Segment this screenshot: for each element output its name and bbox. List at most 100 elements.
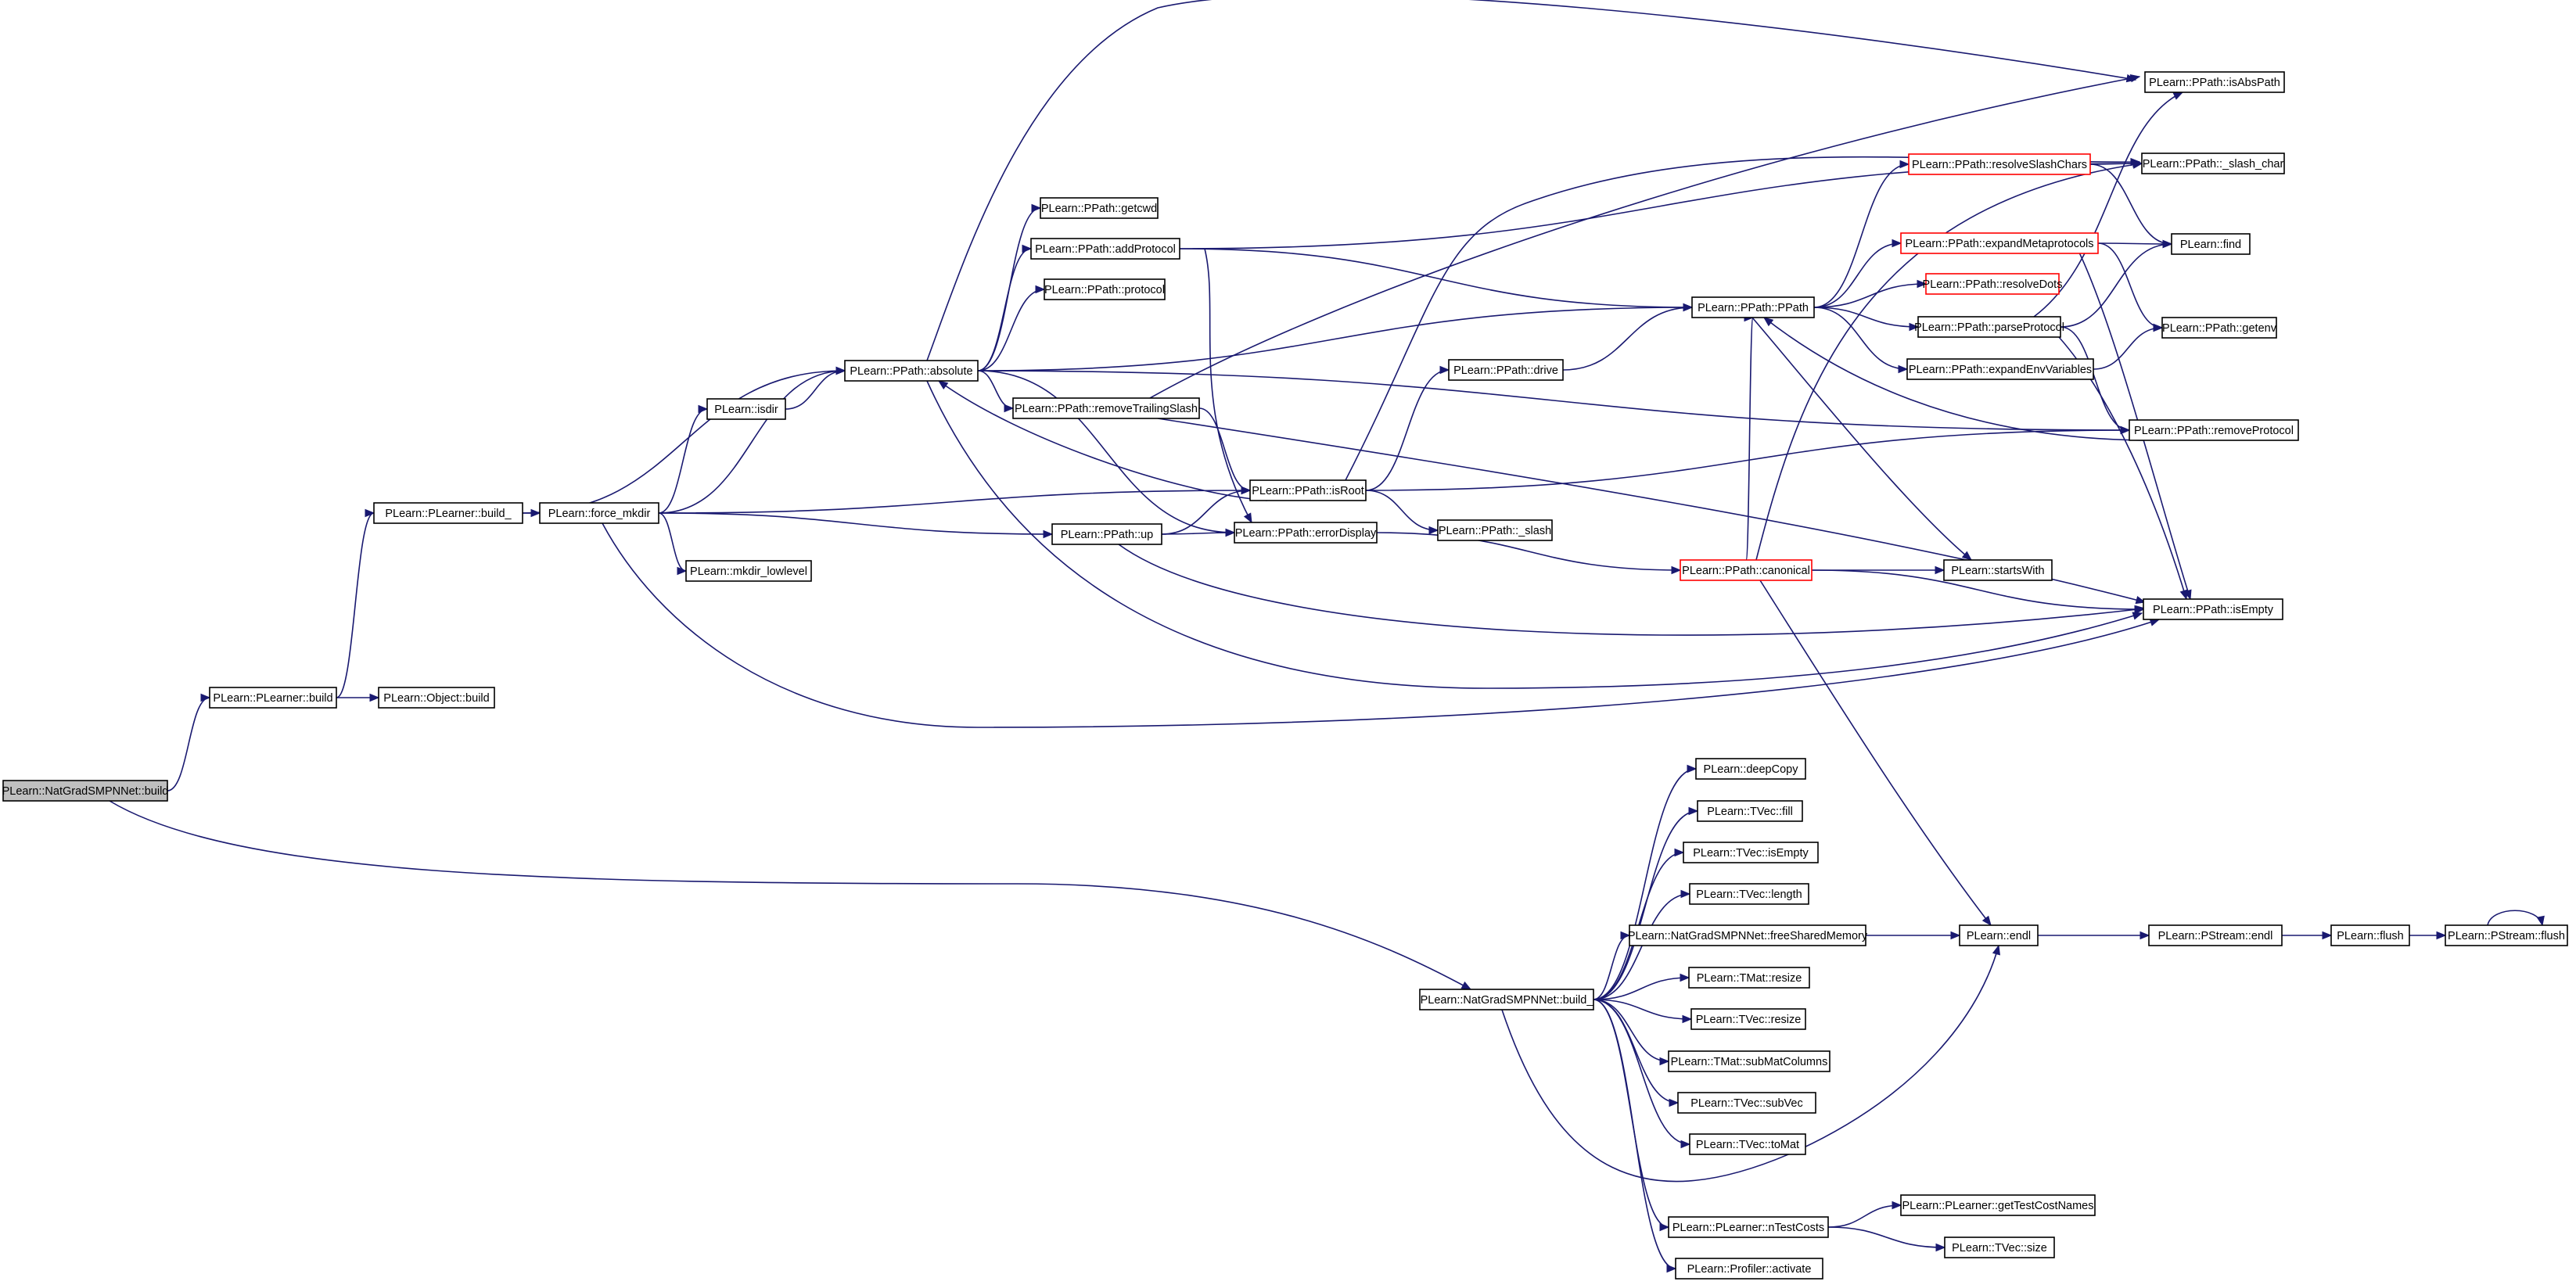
node-n19[interactable]: PLearn::PPath::resolveSlashChars (1908, 153, 2091, 175)
edge-line (336, 512, 375, 698)
edge-layer (109, 0, 2545, 1273)
node-n41[interactable]: PLearn::TVec::toMat (1689, 1133, 1806, 1155)
node-box (1695, 758, 1806, 780)
edge-line (658, 490, 1251, 514)
node-n32[interactable]: PLearn::deepCopy (1695, 758, 1806, 780)
node-n47[interactable]: PLearn::PStream::flush (2445, 924, 2568, 946)
node-n4[interactable]: PLearn::force_mkdir (539, 502, 659, 524)
node-n13[interactable]: PLearn::PPath::isRoot (1249, 479, 1367, 501)
node-n3[interactable]: PLearn::PLearner::build_ (373, 502, 523, 524)
node-label: PLearn::PPath::expandEnvVariables (1909, 364, 2092, 376)
edge-line (2097, 242, 2172, 245)
edge-n31-n43 (1593, 999, 1677, 1273)
edge-n5-n7 (785, 366, 846, 410)
node-n11[interactable]: PLearn::PPath::removeTrailingSlash (1012, 397, 1200, 419)
edge-line (2072, 239, 2191, 600)
arrowhead (2135, 596, 2147, 605)
edge-line (2049, 326, 2187, 600)
node-n37[interactable]: PLearn::TMat::resize (1688, 967, 1810, 989)
node-n31[interactable]: PLearn::NatGradSMPNNet::build_ (1419, 989, 1594, 1010)
edge-n4-n6 (658, 512, 688, 576)
node-n1[interactable]: PLearn::PLearner::build (209, 687, 337, 709)
node-n2[interactable]: PLearn::Object::build (378, 687, 495, 709)
node-label: PLearn::PPath::isRoot (1252, 485, 1363, 497)
node-n35[interactable]: PLearn::TVec::length (1689, 883, 1809, 905)
node-box (1689, 883, 1809, 905)
node-n14[interactable]: PLearn::PPath::errorDisplay (1234, 522, 1378, 544)
node-n21[interactable]: PLearn::PPath::resolveDots (1923, 273, 2063, 295)
node-box (2, 780, 168, 802)
node-n17[interactable]: PLearn::PPath::PPath (1691, 296, 1815, 318)
edge-line (1198, 407, 1251, 491)
node-n12[interactable]: PLearn::PPath::up (1051, 523, 1162, 545)
node-n36[interactable]: PLearn::NatGradSMPNNet::freeSharedMemory (1628, 924, 1868, 946)
node-n7[interactable]: PLearn::PPath::absolute (844, 360, 979, 382)
node-n15[interactable]: PLearn::PPath::_slash (1437, 519, 1553, 541)
edge-line (977, 370, 1014, 409)
node-n18[interactable]: PLearn::PPath::canonical (1680, 559, 1813, 581)
node-n44[interactable]: PLearn::endl (1959, 924, 2039, 946)
node-label: PLearn::PPath::isAbsPath (2149, 77, 2280, 89)
node-n9[interactable]: PLearn::PPath::addProtocol (1030, 238, 1180, 260)
node-label: PLearn::deepCopy (1704, 763, 1799, 776)
node-n33[interactable]: PLearn::TVec::fill (1697, 800, 1803, 822)
edge-n14-n18 (1376, 532, 1682, 575)
node-box (685, 560, 812, 582)
node-n34[interactable]: PLearn::TVec::isEmpty (1683, 842, 1819, 863)
node-label: PLearn::NatGradSMPNNet::freeSharedMemory (1628, 930, 1868, 942)
node-n45[interactable]: PLearn::PStream::endl (2148, 924, 2283, 946)
node-n29[interactable]: PLearn::PPath::removeProtocol (2129, 419, 2299, 441)
edge-line (2093, 327, 2163, 370)
node-n20[interactable]: PLearn::PPath::expandMetaprotocols (1900, 232, 2099, 254)
edge-n31-n37 (1593, 973, 1690, 1000)
edge-line (2487, 910, 2543, 926)
edge-line (1376, 532, 1681, 571)
node-n22[interactable]: PLearn::PPath::parseProtocol (1914, 316, 2064, 338)
edge-n7-n9 (977, 244, 1033, 372)
edge-n31-n41 (1593, 999, 1691, 1149)
node-box (1906, 358, 2094, 380)
node-n43[interactable]: PLearn::Profiler::activate (1675, 1258, 1823, 1280)
node-box (2161, 317, 2277, 339)
edge-n31-n34 (1593, 848, 1685, 1000)
node-n30[interactable]: PLearn::PPath::isEmpty (2143, 598, 2283, 620)
node-n25[interactable]: PLearn::PPath::isAbsPath (2144, 71, 2285, 93)
edge-line (1593, 893, 1690, 1000)
edge-line (977, 370, 2130, 431)
node-label: PLearn::PPath::absolute (850, 365, 972, 378)
node-n27[interactable]: PLearn::find (2171, 233, 2251, 255)
node-n0[interactable]: PLearn::NatGradSMPNNet::build (2, 780, 169, 802)
node-box (2141, 153, 2285, 174)
node-box (1925, 273, 2060, 295)
node-n38[interactable]: PLearn::TVec::resize (1690, 1008, 1806, 1030)
edge-line (1763, 317, 2144, 441)
node-n16[interactable]: PLearn::PPath::drive (1448, 359, 1564, 381)
node-n48[interactable]: PLearn::PLearner::getTestCostNames (1900, 1194, 2096, 1216)
node-n40[interactable]: PLearn::TVec::subVec (1677, 1092, 1816, 1114)
edge-line (2060, 243, 2172, 328)
node-label: PLearn::endl (1967, 930, 2031, 942)
node-n24[interactable]: PLearn::startsWith (1943, 559, 2053, 581)
node-label: PLearn::PPath::_slash (1439, 525, 1551, 537)
node-n8[interactable]: PLearn::PPath::getcwd (1040, 197, 1159, 219)
node-n46[interactable]: PLearn::flush (2330, 924, 2410, 946)
edge-n12-n30 (1118, 544, 2147, 636)
arrowhead (1022, 244, 1033, 253)
node-n42[interactable]: PLearn::PLearner::nTestCosts (1668, 1216, 1829, 1238)
node-n28[interactable]: PLearn::PPath::getenv (2161, 317, 2277, 339)
node-box (539, 502, 659, 524)
arrowhead (1620, 931, 1631, 940)
arrowhead (937, 380, 949, 390)
node-box (1943, 559, 2053, 581)
node-n23[interactable]: PLearn::PPath::expandEnvVariables (1906, 358, 2094, 380)
node-n6[interactable]: PLearn::mkdir_lowlevel (685, 560, 812, 582)
node-n26[interactable]: PLearn::PPath::_slash_char (2141, 153, 2285, 174)
node-n49[interactable]: PLearn::TVec::size (1944, 1237, 2055, 1258)
node-n5[interactable]: PLearn::isdir (706, 398, 786, 420)
edge-line (1118, 544, 2146, 636)
node-n39[interactable]: PLearn::TMat::subMatColumns (1668, 1050, 1831, 1072)
edge-line (602, 522, 2160, 728)
arrowhead (1666, 1264, 1677, 1273)
node-n10[interactable]: PLearn::PPath::protocol (1044, 278, 1166, 300)
